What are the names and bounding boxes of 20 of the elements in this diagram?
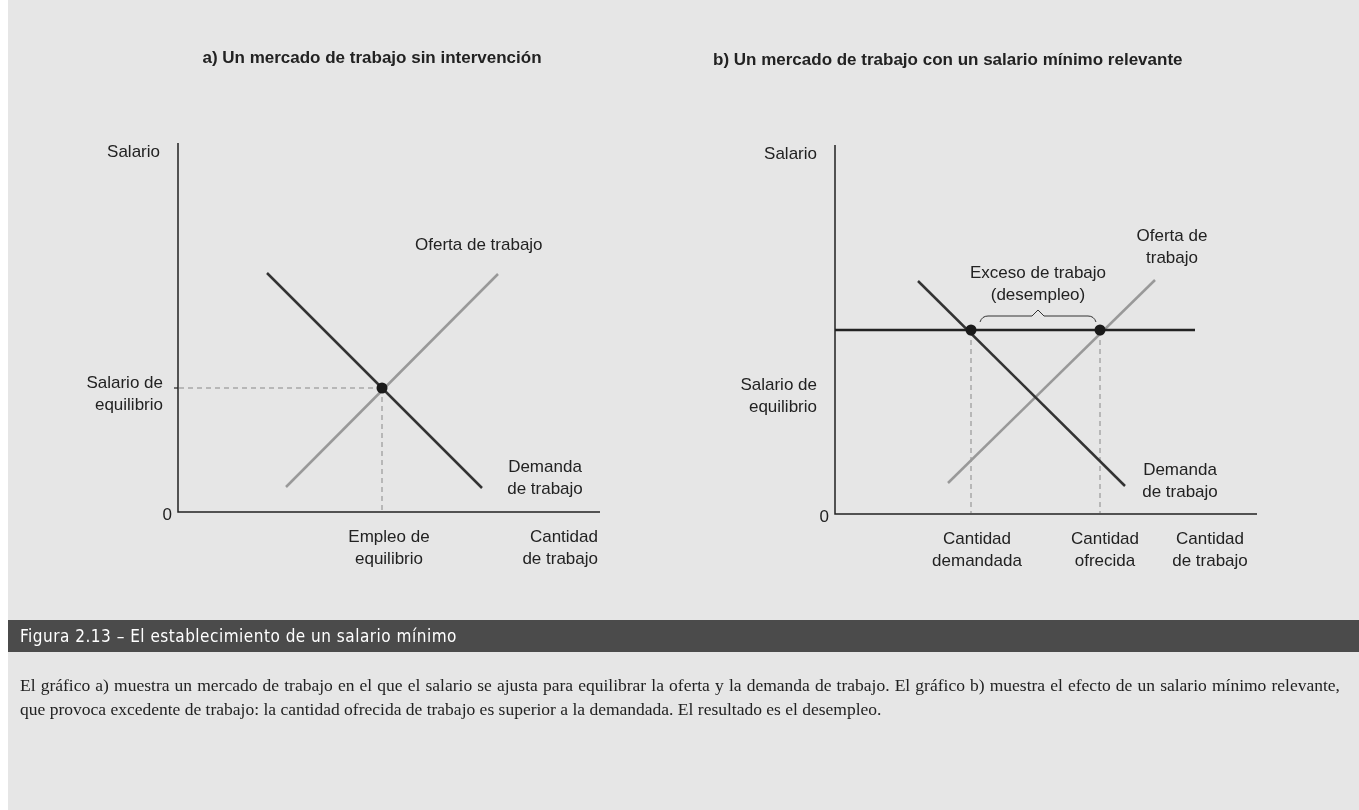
axis-value-label: Cantidad ofrecida	[1069, 528, 1141, 572]
axis-title: Cantidad de trabajo	[521, 526, 598, 570]
origin-label: 0	[161, 504, 172, 526]
panel-title: a) Un mercado de trabajo sin intervención	[201, 47, 543, 69]
curve-label: Oferta de trabajo	[415, 234, 544, 256]
bracket-label: Exceso de trabajo (desempleo)	[968, 262, 1108, 306]
axis-value-label: Salario de equilibrio	[739, 374, 817, 418]
axis-title: Cantidad de trabajo	[1171, 528, 1249, 572]
origin-label: 0	[818, 506, 829, 528]
axis-title: Salario	[763, 143, 817, 165]
axis-title: Salario	[106, 141, 160, 163]
panel-title: b) Un mercado de trabajo con un salario mínimo relevante	[713, 49, 1184, 71]
curve-label: Oferta de trabajo	[1135, 225, 1209, 269]
figure-title: Figura 2.13 – El establecimiento de un salario mínimo	[20, 625, 457, 648]
axis-value-label: Salario de equilibrio	[85, 372, 163, 416]
axis-value-label: Cantidad demandada	[931, 528, 1023, 572]
curve-label: Demanda de trabajo	[1141, 459, 1219, 503]
curve-label: Demanda de trabajo	[506, 456, 584, 500]
caption: El gráfico a) muestra un mercado de trabajo en el que el salario se ajusta para equilibrar la oferta y la demanda de trabajo. El gráfico b) muestra el efecto de un salario mínimo relevante, que provoca excedente de trabajo: la cantidad ofrecida de trabajo es superior a la demandada. El resultado es el desempleo.	[20, 674, 1340, 721]
axis-value-label: Empleo de equilibrio	[347, 526, 431, 570]
